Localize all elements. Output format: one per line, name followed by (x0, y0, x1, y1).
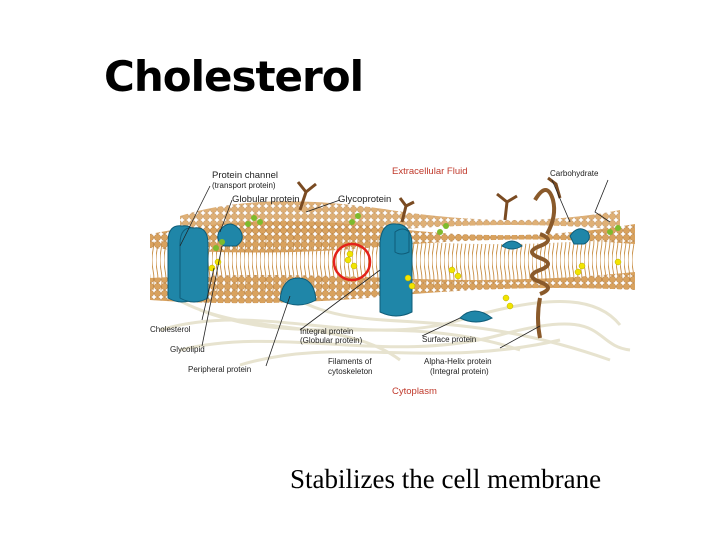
label-filaments-line2: cytoskeleton (328, 367, 372, 376)
leader-lines (179, 179, 611, 367)
glycolipid-chains (213, 213, 621, 251)
label-carbohydrate: Carbohydrate (550, 169, 599, 178)
alpha-helix-protein (530, 188, 557, 339)
label-protein-channel: Protein channel (212, 170, 278, 181)
label-globular-protein: Globular protein (232, 194, 300, 205)
small-surface-protein (569, 228, 590, 245)
label-peripheral-protein: Peripheral protein (188, 365, 251, 374)
slide-caption: Stabilizes the cell membrane (290, 464, 602, 494)
surface-protein (459, 310, 493, 323)
label-alpha-helix: Alpha-Helix protein (424, 357, 492, 366)
cell-membrane-diagram: Protein channel (transport protein) Glob… (150, 166, 635, 397)
protein-channel-right (179, 227, 209, 303)
label-glycoprotein: Glycoprotein (338, 194, 391, 205)
label-surface-protein: Surface protein (422, 335, 476, 344)
label-glycolipid: Glycolipid (170, 345, 205, 354)
label-alpha-helix-sub: (Integral protein) (430, 367, 489, 376)
label-transport-protein: (transport protein) (212, 181, 276, 190)
label-integral-protein-sub: (Globular protein) (300, 336, 363, 345)
cholesterol-highlight-circle (332, 242, 372, 282)
label-cytoplasm: Cytoplasm (392, 386, 437, 397)
slide-title: Cholesterol (104, 52, 364, 101)
surface-protein-top (501, 240, 523, 250)
label-filaments-line1: Filaments of (328, 357, 372, 366)
cholesterol-molecules (208, 250, 622, 310)
cytoskeleton-filaments (159, 293, 631, 367)
integral-protein-top (394, 228, 410, 255)
label-integral-protein: Integral protein (300, 327, 353, 336)
label-extracellular-fluid: Extracellular Fluid (392, 166, 468, 177)
carbohydrate-chains (296, 176, 562, 223)
label-cholesterol: Cholesterol (150, 325, 191, 334)
